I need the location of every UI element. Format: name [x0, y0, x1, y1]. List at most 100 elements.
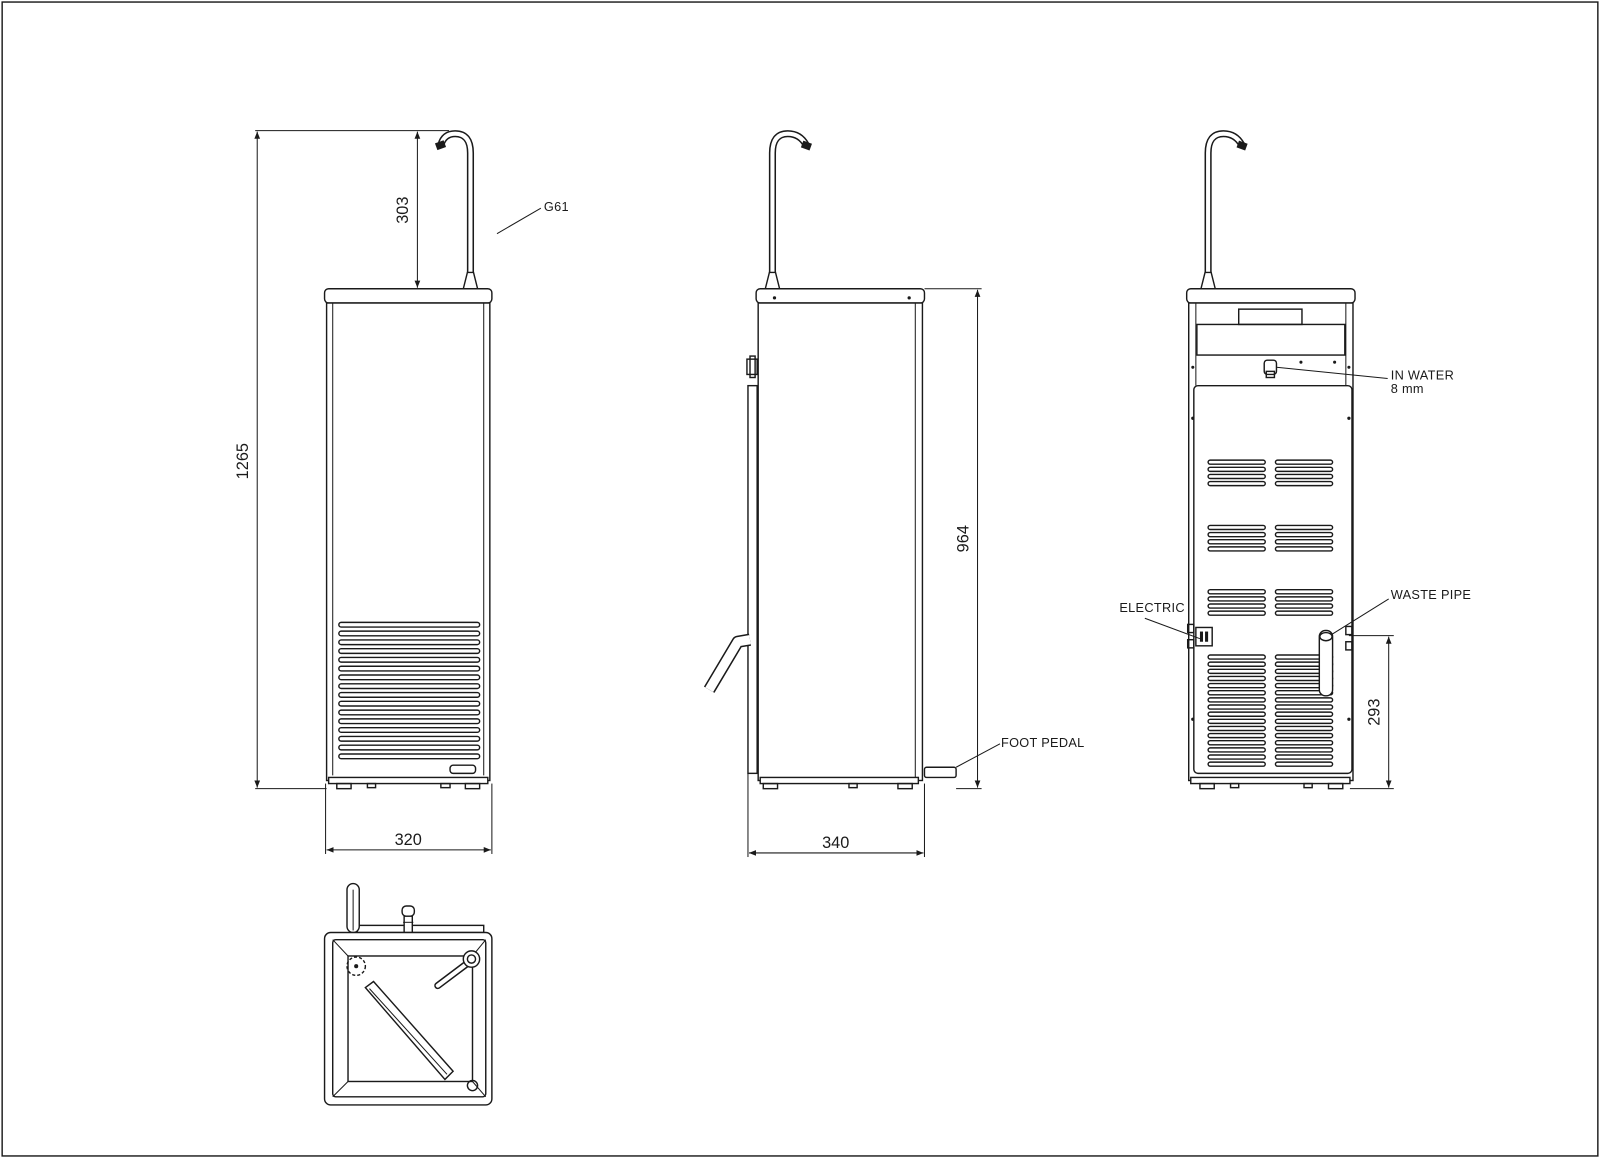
- rear-vent-slot: [1207, 546, 1266, 552]
- side-foot: [762, 782, 779, 790]
- rear-gooseneck-bore: [1206, 131, 1244, 282]
- front-louvre-slat: [338, 621, 481, 628]
- waste-bracket: [1345, 641, 1353, 651]
- rear-vent-slot: [1207, 675, 1266, 682]
- front-foot: [440, 782, 451, 789]
- rear-vent-slot: [1274, 596, 1334, 602]
- g61-callout-label: G61: [544, 199, 569, 214]
- rear-vent-slot: [1207, 603, 1266, 609]
- rear-foot: [1327, 782, 1344, 790]
- in-water-leader: [1276, 366, 1388, 380]
- top-basin-bevel: [332, 1081, 349, 1098]
- front-foot: [336, 782, 352, 790]
- front-louvre-slat: [338, 735, 481, 742]
- top-rear-strip: [356, 924, 485, 934]
- rear-vent-slot: [1207, 697, 1266, 703]
- rear-vent-slot: [1274, 539, 1334, 545]
- waste-pipe: [1318, 629, 1334, 697]
- front-louvre-slat: [338, 630, 481, 637]
- rear-vent-slot: [1274, 697, 1334, 703]
- rear-vent-slot: [1207, 668, 1266, 675]
- rear-gooseneck-outline: [1204, 130, 1245, 282]
- rear-spout-nozzle: [1236, 140, 1248, 151]
- rear-screw: [1333, 360, 1337, 364]
- rear-vent-slot: [1274, 761, 1334, 767]
- rear-vent-slot: [1274, 531, 1334, 538]
- rear-vent-slot: [1274, 610, 1334, 616]
- top-basin-bevel: [472, 1081, 487, 1098]
- top-basin-bevel: [332, 939, 349, 957]
- rear-vent-slot: [1207, 654, 1266, 660]
- front-faucet-base: [462, 271, 479, 290]
- side-foot: [897, 782, 913, 790]
- rear-vent-slot: [1207, 711, 1266, 717]
- front-louvre-grille: [338, 621, 481, 760]
- rear-vent-slot: [1274, 546, 1334, 552]
- rear-access-panel: [1193, 384, 1353, 775]
- rear-vent-slot: [1207, 473, 1266, 480]
- rear-panel-screw: [1347, 717, 1351, 721]
- side-rear-bracket: [747, 384, 758, 775]
- top-diagonal-trough: [364, 980, 455, 1081]
- electric-leader: [1144, 617, 1201, 640]
- side-cap-screw: [907, 296, 911, 300]
- rear-vent-slot: [1207, 531, 1266, 538]
- side-waste-pipe-bore: [705, 635, 751, 693]
- rear-screw: [1347, 365, 1351, 369]
- rear-vent-slot: [1207, 682, 1266, 689]
- front-louvre-slat: [338, 753, 481, 760]
- rear-view: IN WATER 8 mm ELECTRIC WASTE PIPE: [1119, 130, 1472, 790]
- electric-bracket: [1186, 623, 1195, 634]
- top-inlet-valve-stem: [403, 915, 414, 934]
- side-faucet-base: [764, 271, 781, 290]
- rear-top-cap: [1185, 288, 1356, 304]
- side-inlet-valve-nut: [749, 355, 756, 379]
- side-gooseneck-bore: [770, 131, 808, 282]
- in-water-size-label: 8 mm: [1391, 381, 1424, 396]
- front-cabinet: [325, 302, 491, 782]
- rear-foot: [1303, 782, 1313, 789]
- front-top-cap: [323, 288, 493, 304]
- waste-pipe-callout-label: WASTE PIPE: [1391, 587, 1472, 602]
- rear-foot: [1229, 782, 1240, 789]
- rear-vent-slot: [1274, 603, 1334, 609]
- front-foot: [366, 782, 377, 789]
- electric-bracket: [1186, 638, 1195, 649]
- front-louvre-slat: [338, 683, 481, 690]
- electric-callout-label: ELECTRIC: [1119, 600, 1185, 615]
- rear-vent-slot: [1207, 732, 1266, 739]
- waste-pipe-ring: [1319, 631, 1333, 642]
- top-view: [323, 882, 493, 1106]
- front-louvre-slat: [338, 718, 481, 725]
- rear-vent-slot: [1274, 480, 1334, 487]
- rear-vent-slot: [1274, 754, 1334, 760]
- rear-vent-slot: [1207, 690, 1266, 696]
- top-overflow-hole: [466, 1079, 479, 1092]
- rear-vent-slot: [1207, 718, 1266, 725]
- front-louvre-slat: [338, 656, 481, 663]
- dim-depth-label: 340: [822, 834, 849, 852]
- front-louvre-slat: [338, 691, 481, 698]
- top-drain-center: [354, 964, 359, 969]
- rear-vent-slot: [1274, 466, 1334, 473]
- side-foot: [848, 782, 858, 789]
- front-louvre-slat: [338, 665, 481, 672]
- rear-vent-slot: [1207, 704, 1266, 710]
- rear-vent-slot: [1207, 610, 1266, 616]
- rear-vent-grille: [1207, 459, 1334, 767]
- top-basin-rim: [332, 938, 487, 1098]
- dim-width-label: 320: [395, 831, 422, 849]
- electric-socket-pin: [1205, 631, 1209, 642]
- waste-bracket: [1345, 625, 1353, 636]
- side-view: FOOT PEDAL 964 340: [703, 130, 1084, 858]
- rear-vent-slot: [1274, 459, 1334, 465]
- side-base-plinth: [759, 776, 920, 785]
- rear-vent-slot: [1207, 754, 1266, 760]
- electric-socket-pin: [1199, 631, 1204, 642]
- dim-waste-height-label: 293: [1366, 699, 1384, 726]
- rear-vent-slot: [1207, 747, 1266, 753]
- side-top-cap: [755, 288, 926, 304]
- top-inlet-valve: [401, 905, 416, 917]
- in-water-callout-label: IN WATER: [1391, 368, 1454, 383]
